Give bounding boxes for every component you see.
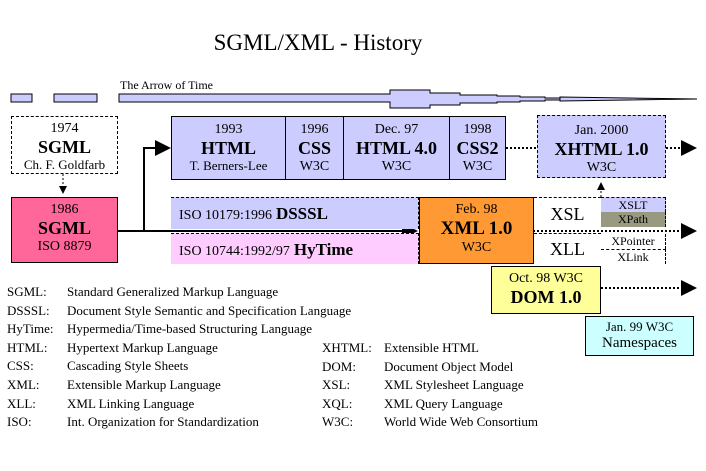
node-xll: XLL: [534, 233, 601, 264]
node-sgml-1986: 1986 SGML ISO 8879: [11, 197, 118, 263]
node-namespaces: Jan. 99 W3C Namespaces: [585, 316, 694, 356]
legend-item: SGML: Standard Generalized Markup Languag…: [7, 283, 351, 302]
node-date: Jan. 99 W3C: [605, 319, 674, 334]
node-xpointer: XPointer: [601, 234, 666, 249]
node-date: 1998: [463, 122, 492, 137]
legend-item: XLL: XML Linking Language: [7, 395, 351, 414]
legend-desc: XML Stylesheet Language: [384, 377, 524, 393]
node-dsssl: ISO 10179:1996 DSSSL: [171, 197, 419, 229]
node-date: 1974: [50, 121, 79, 136]
node-xsl: XSL: [534, 197, 601, 229]
legend-item: ISO: Int. Organization for Standardizatio…: [7, 413, 351, 432]
node-author: ISO 8879: [37, 238, 92, 254]
node-xml: Feb. 98 XML 1.0 W3C: [419, 197, 534, 264]
legend-desc: Cascading Style Sheets: [67, 358, 189, 374]
node-name: HTML: [200, 138, 256, 159]
node-name: XLL: [550, 239, 585, 259]
timeline-label: The Arrow of Time: [120, 78, 213, 92]
node-date: Dec. 97: [374, 122, 419, 137]
node-name: SGML: [37, 218, 91, 239]
node-author: W3C: [381, 158, 412, 174]
node-xpath: XPath: [601, 212, 666, 227]
node-author: W3C: [461, 239, 492, 255]
node-prefix: ISO 10179:1996: [179, 208, 272, 223]
legend-abbr: XSL:: [322, 377, 351, 393]
node-xslt: XSLT: [601, 197, 666, 212]
node-name: HTML 4.0: [355, 138, 437, 159]
legend-abbr: DOM:: [322, 358, 356, 374]
node-name: DOM 1.0: [510, 287, 582, 308]
node-name: XHTML 1.0: [554, 139, 649, 160]
legend-desc: XML Linking Language: [67, 395, 195, 411]
legend-abbr: ISO:: [7, 414, 32, 430]
legend-item: XQL: XML Query Language: [322, 395, 538, 414]
legend-abbr: CSS:: [7, 358, 34, 374]
node-hytime: ISO 10744:1992/97 HyTime: [171, 233, 419, 264]
node-name: SGML: [37, 137, 91, 158]
node-prefix: ISO 10744:1992/97: [179, 244, 290, 259]
legend-desc: World Wide Web Consortium: [384, 414, 538, 430]
node-date: Oct. 98 W3C: [508, 271, 583, 286]
legend-desc: Extensible Markup Language: [67, 376, 221, 392]
node-date: Feb. 98: [455, 202, 498, 217]
legend-abbr: XML:: [7, 376, 40, 392]
node-author: Ch. F. Goldfarb: [23, 156, 106, 172]
legend-abbr: XQL:: [322, 395, 353, 411]
node-date: 1996: [300, 122, 329, 137]
legend-item: W3C: World Wide Web Consortium: [322, 413, 538, 432]
legend-abbr: DSSSL:: [7, 302, 50, 318]
node-name: Namespaces: [602, 334, 677, 351]
node-html4: Dec. 97 HTML 4.0 W3C: [343, 116, 450, 180]
legend-abbr: XLL:: [7, 395, 36, 411]
legend-item: DSSSL: Document Style Semantic and Specif…: [7, 302, 351, 321]
node-css: 1996 CSS W3C: [285, 116, 344, 180]
timeline-arrow: [10, 89, 698, 109]
node-dom: Oct. 98 W3C DOM 1.0: [491, 266, 601, 314]
legend-desc: Int. Organization for Standardization: [67, 414, 259, 430]
legend-desc: Document Style Semantic and Specificatio…: [67, 302, 352, 318]
legend-right: XHTML: Extensible HTML DOM: Document Objec…: [322, 339, 538, 432]
legend-abbr: HTML:: [7, 339, 48, 355]
node-date: 1986: [50, 202, 79, 217]
legend-item: XML: Extensible Markup Language: [7, 376, 351, 395]
node-xhtml: Jan. 2000 XHTML 1.0 W3C: [537, 115, 666, 178]
legend-abbr: HyTime:: [7, 321, 54, 337]
legend-desc: XML Query Language: [384, 395, 503, 411]
page-title: SGML/XML - History: [213, 30, 423, 55]
node-author: W3C: [462, 158, 493, 174]
legend-abbr: SGML:: [7, 284, 47, 299]
legend-desc: Extensible HTML: [384, 340, 479, 355]
node-name: CSS: [297, 138, 332, 159]
legend-abbr: W3C:: [322, 414, 354, 430]
legend-item: HTML: Hypertext Markup Language: [7, 339, 351, 358]
legend-item: XSL: XML Stylesheet Language: [322, 376, 538, 395]
node-name: XSL: [550, 204, 585, 224]
legend-desc: Hypermedia/Time-based Structuring Langua…: [67, 321, 313, 337]
legend-item: HyTime: Hypermedia/Time-based Structuring…: [7, 320, 351, 339]
node-name: DSSSL: [275, 204, 328, 223]
node-author: T. Berners-Lee: [189, 157, 268, 173]
node-author: W3C: [586, 159, 617, 175]
node-xlink: XLink: [601, 249, 666, 264]
legend-abbr: XHTML:: [322, 340, 372, 355]
legend-desc: Hypertext Markup Language: [67, 339, 218, 355]
node-name: CSS2: [456, 138, 499, 159]
node-name: XML 1.0: [440, 218, 513, 240]
node-name: HyTime: [293, 240, 354, 259]
legend-desc: Standard Generalized Markup Language: [67, 284, 279, 299]
node-html: 1993 HTML T. Berners-Lee: [171, 116, 286, 180]
node-date: 1993: [214, 122, 243, 137]
legend-left: SGML: Standard Generalized Markup Languag…: [7, 283, 351, 432]
legend-item: DOM: Document Object Model: [322, 358, 538, 377]
node-css2: 1998 CSS2 W3C: [449, 116, 506, 180]
node-author: W3C: [299, 158, 330, 174]
legend-desc: Document Object Model: [384, 358, 514, 374]
node-date: Jan. 2000: [574, 123, 629, 138]
legend-item: XHTML: Extensible HTML: [322, 339, 538, 358]
legend-item: CSS: Cascading Style Sheets: [7, 357, 351, 376]
sgml-to-html-arrow: [143, 140, 171, 231]
node-sgml-1974: 1974 SGML Ch. F. Goldfarb: [11, 116, 118, 174]
